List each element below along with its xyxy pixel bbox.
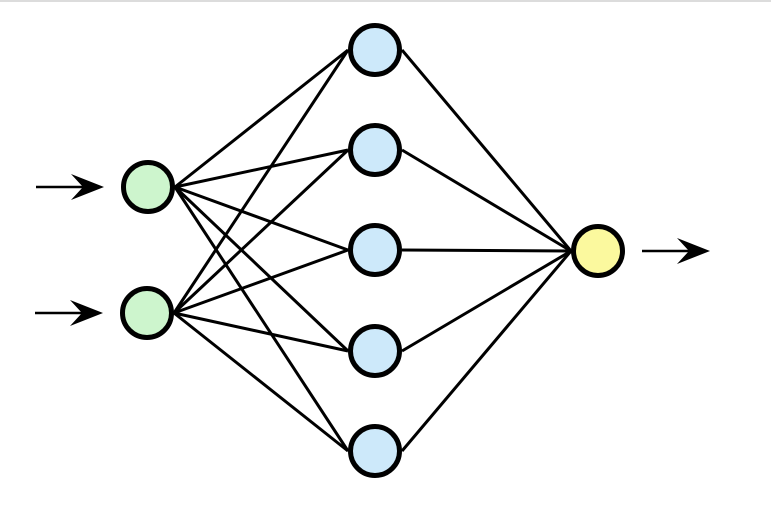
input-arrow-2 [35,300,103,326]
hidden-node-2 [348,123,402,177]
output-arrow [642,238,710,264]
input-arrow-1 [36,174,104,200]
input-arrow-1-head-icon [71,174,104,200]
edge-input-1-hidden-4 [173,185,350,353]
edge-input-1-hidden-3 [174,185,349,252]
edge-hidden-1-output-1 [400,49,573,252]
input-node-2 [120,286,174,340]
edge-input-2-hidden-2 [172,148,350,315]
input-node-1 [121,160,175,214]
input-arrow-2-head-icon [70,300,103,326]
edge-input-2-hidden-1 [172,49,350,314]
top-border-line [0,0,771,2]
edge-hidden-4-output-1 [401,249,572,353]
edge-input-2-hidden-5 [173,311,349,453]
output-node-1 [571,224,625,278]
hidden-node-1 [348,23,402,77]
edge-hidden-5-output-1 [400,250,573,452]
output-arrow-head-icon [677,238,710,264]
edge-input-2-hidden-4 [173,311,349,353]
edge-input-1-hidden-2 [174,148,349,189]
edge-hidden-3-output-1 [401,248,572,253]
hidden-node-3 [348,223,402,277]
edge-input-1-hidden-1 [174,48,349,189]
edge-input-2-hidden-3 [173,248,349,315]
edge-input-1-hidden-5 [173,186,350,452]
hidden-node-5 [348,424,402,478]
edge-hidden-2-output-1 [401,148,572,253]
hidden-node-4 [348,324,402,378]
